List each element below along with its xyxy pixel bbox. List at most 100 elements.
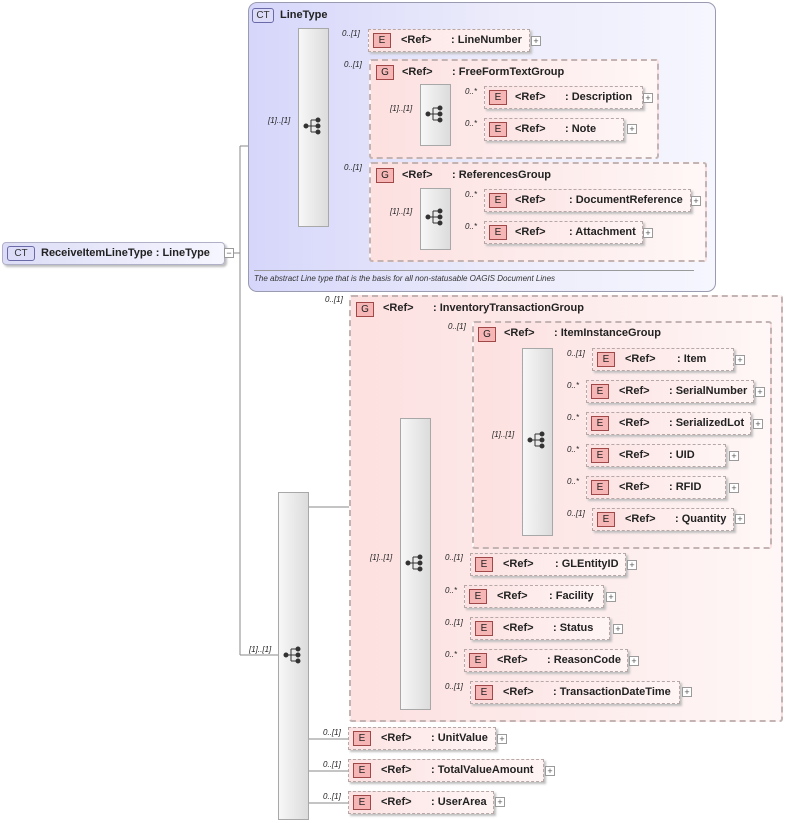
root-type[interactable]: CT ReceiveItemLineType : LineType bbox=[2, 242, 225, 265]
element-badge: E bbox=[469, 589, 487, 604]
element-badge: E bbox=[475, 621, 493, 636]
ref-label: <Ref> bbox=[625, 353, 656, 365]
element-badge: E bbox=[469, 653, 487, 668]
element-badge: E bbox=[591, 384, 609, 399]
ref-label: <Ref> bbox=[619, 385, 650, 397]
cardinality: 0..* bbox=[567, 445, 580, 454]
element-rfid[interactable]: E <Ref> : RFID bbox=[586, 476, 726, 499]
element-name: : Status bbox=[553, 622, 594, 634]
cardinality: 0..[1] bbox=[445, 682, 463, 691]
linetype-title: LineType bbox=[280, 9, 328, 21]
element-description[interactable]: E <Ref> : Description bbox=[484, 86, 643, 109]
expand-icon[interactable]: + bbox=[682, 687, 692, 697]
element-userarea[interactable]: E <Ref> : UserArea bbox=[348, 791, 494, 814]
sequence-compositor[interactable] bbox=[278, 492, 309, 820]
sequence-compositor[interactable] bbox=[298, 28, 329, 227]
cardinality: 0..* bbox=[567, 477, 580, 486]
cardinality: 0..[1] bbox=[567, 509, 585, 518]
element-totalvalueamount[interactable]: E <Ref> : TotalValueAmount bbox=[348, 759, 544, 782]
sequence-compositor[interactable] bbox=[400, 418, 431, 710]
element-name: : TransactionDateTime bbox=[553, 686, 671, 698]
sequence-compositor[interactable] bbox=[420, 84, 451, 146]
sequence-icon bbox=[303, 117, 323, 135]
element-name: : UnitValue bbox=[431, 732, 488, 744]
element-documentreference[interactable]: E <Ref> : DocumentReference bbox=[484, 189, 691, 212]
cardinality: 0..[1] bbox=[323, 760, 341, 769]
expand-icon[interactable]: + bbox=[627, 560, 637, 570]
cardinality: 0..[1] bbox=[448, 322, 466, 331]
expand-icon[interactable]: + bbox=[735, 514, 745, 524]
element-badge: E bbox=[489, 122, 507, 137]
group-freeformtext[interactable] bbox=[369, 59, 659, 159]
element-badge: E bbox=[353, 763, 371, 778]
element-serializedlot[interactable]: E <Ref> : SerializedLot bbox=[586, 412, 751, 435]
element-facility[interactable]: E <Ref> : Facility bbox=[464, 585, 604, 608]
cardinality: 0..[1] bbox=[445, 618, 463, 627]
element-item[interactable]: E <Ref> : Item bbox=[592, 348, 734, 371]
element-badge: E bbox=[489, 225, 507, 240]
expand-icon[interactable]: + bbox=[629, 656, 639, 666]
expand-icon[interactable]: + bbox=[627, 124, 637, 134]
expand-icon[interactable]: + bbox=[495, 797, 505, 807]
element-linenumber[interactable]: E <Ref> : LineNumber bbox=[368, 29, 530, 52]
element-name: : ReasonCode bbox=[547, 654, 621, 666]
expand-icon[interactable]: + bbox=[643, 93, 653, 103]
expand-icon[interactable]: + bbox=[729, 451, 739, 461]
group-name: : InventoryTransactionGroup bbox=[433, 302, 584, 314]
cardinality: [1]..[1] bbox=[268, 116, 291, 125]
expand-icon[interactable]: + bbox=[691, 196, 701, 206]
linetype-documentation: The abstract Line type that is the basis… bbox=[254, 274, 556, 283]
element-uid[interactable]: E <Ref> : UID bbox=[586, 444, 726, 467]
element-name: : Note bbox=[565, 123, 597, 135]
element-glentityid[interactable]: E <Ref> : GLEntityID bbox=[470, 553, 626, 576]
cardinality: 0..* bbox=[465, 222, 478, 231]
element-badge: E bbox=[489, 90, 507, 105]
element-attachment[interactable]: E <Ref> : Attachment bbox=[484, 221, 643, 244]
ref-label: <Ref> bbox=[625, 513, 656, 525]
element-name: : Item bbox=[677, 353, 707, 365]
element-name: : UserArea bbox=[431, 796, 487, 808]
element-reasoncode[interactable]: E <Ref> : ReasonCode bbox=[464, 649, 628, 672]
cardinality: 0..[1] bbox=[567, 349, 585, 358]
ref-label: <Ref> bbox=[515, 226, 546, 238]
expand-icon[interactable]: + bbox=[613, 624, 623, 634]
expand-icon[interactable]: + bbox=[729, 483, 739, 493]
cardinality: 0..[1] bbox=[344, 163, 362, 172]
element-serialnumber[interactable]: E <Ref> : SerialNumber bbox=[586, 380, 754, 403]
element-name: : DocumentReference bbox=[569, 194, 683, 206]
element-name: : TotalValueAmount bbox=[431, 764, 534, 776]
element-transactiondatetime[interactable]: E <Ref> : TransactionDateTime bbox=[470, 681, 680, 704]
element-unitvalue[interactable]: E <Ref> : UnitValue bbox=[348, 727, 496, 750]
complex-type-badge: CT bbox=[7, 246, 35, 261]
expand-icon[interactable]: + bbox=[753, 419, 763, 429]
cardinality: 0..* bbox=[465, 119, 478, 128]
cardinality: 0..[1] bbox=[323, 792, 341, 801]
element-quantity[interactable]: E <Ref> : Quantity bbox=[592, 508, 734, 531]
cardinality: 0..[1] bbox=[342, 29, 360, 38]
ref-label: <Ref> bbox=[504, 327, 535, 339]
sequence-compositor[interactable] bbox=[420, 188, 451, 250]
element-note[interactable]: E <Ref> : Note bbox=[484, 118, 624, 141]
group-name: : ReferencesGroup bbox=[452, 169, 552, 181]
element-badge: E bbox=[591, 448, 609, 463]
collapse-icon[interactable]: − bbox=[224, 248, 234, 258]
expand-icon[interactable]: + bbox=[735, 355, 745, 365]
expand-icon[interactable]: + bbox=[497, 734, 507, 744]
expand-icon[interactable]: + bbox=[545, 766, 555, 776]
element-badge: E bbox=[475, 557, 493, 572]
expand-icon[interactable]: + bbox=[606, 592, 616, 602]
ref-label: <Ref> bbox=[503, 622, 534, 634]
element-name: : SerialNumber bbox=[669, 385, 748, 397]
element-status[interactable]: E <Ref> : Status bbox=[470, 617, 610, 640]
sequence-compositor[interactable] bbox=[522, 348, 553, 536]
expand-icon[interactable]: + bbox=[755, 387, 765, 397]
cardinality: 0..[1] bbox=[323, 728, 341, 737]
ref-label: <Ref> bbox=[402, 66, 433, 78]
sequence-icon bbox=[405, 554, 425, 572]
ref-label: <Ref> bbox=[402, 169, 433, 181]
ref-label: <Ref> bbox=[381, 732, 412, 744]
element-badge: E bbox=[489, 193, 507, 208]
expand-icon[interactable]: + bbox=[643, 228, 653, 238]
ref-label: <Ref> bbox=[381, 764, 412, 776]
expand-icon[interactable]: + bbox=[531, 36, 541, 46]
